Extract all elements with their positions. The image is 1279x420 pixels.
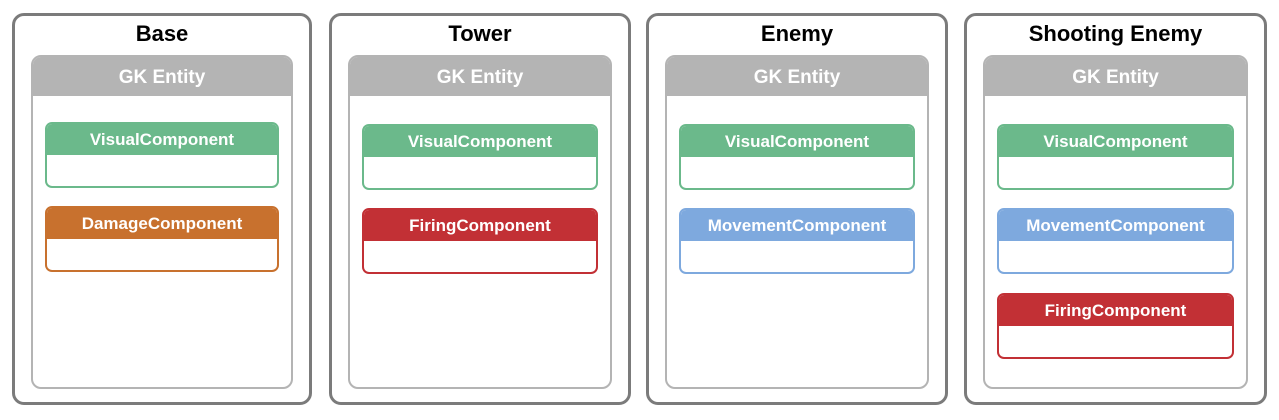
entity-header: GK Entity <box>985 57 1246 96</box>
component-label: MovementComponent <box>681 210 913 241</box>
firing-component: FiringComponent <box>997 293 1234 359</box>
visual-component: VisualComponent <box>997 124 1234 190</box>
gk-entity: GK Entity VisualComponent MovementCompon… <box>665 55 929 389</box>
component-label: DamageComponent <box>47 208 277 239</box>
panel-title: Base <box>135 21 189 46</box>
entity-header: GK Entity <box>350 57 610 96</box>
panel-shooting-enemy: Shooting Enemy GK Entity VisualComponent… <box>964 13 1267 405</box>
entity-header: GK Entity <box>667 57 927 96</box>
panel-title: Enemy <box>760 21 834 46</box>
movement-component: MovementComponent <box>679 208 915 274</box>
damage-component: DamageComponent <box>45 206 279 272</box>
firing-component: FiringComponent <box>362 208 598 274</box>
panel-title: Tower <box>448 21 512 46</box>
component-label: FiringComponent <box>364 210 596 241</box>
component-label: FiringComponent <box>999 295 1232 326</box>
gk-entity: GK Entity VisualComponent DamageComponen… <box>31 55 293 389</box>
component-label: MovementComponent <box>999 210 1232 241</box>
visual-component: VisualComponent <box>362 124 598 190</box>
visual-component: VisualComponent <box>45 122 279 188</box>
component-label: VisualComponent <box>681 126 913 157</box>
gk-entity: GK Entity VisualComponent FiringComponen… <box>348 55 612 389</box>
component-label: VisualComponent <box>999 126 1232 157</box>
entity-header: GK Entity <box>33 57 291 96</box>
component-label: VisualComponent <box>47 124 277 155</box>
panel-tower: Tower GK Entity VisualComponent FiringCo… <box>329 13 631 405</box>
component-label: VisualComponent <box>364 126 596 157</box>
panel-enemy: Enemy GK Entity VisualComponent Movement… <box>646 13 948 405</box>
panel-base: Base GK Entity VisualComponent DamageCom… <box>12 13 312 405</box>
visual-component: VisualComponent <box>679 124 915 190</box>
panel-title: Shooting Enemy <box>1028 21 1203 46</box>
gk-entity: GK Entity VisualComponent MovementCompon… <box>983 55 1248 389</box>
movement-component: MovementComponent <box>997 208 1234 274</box>
